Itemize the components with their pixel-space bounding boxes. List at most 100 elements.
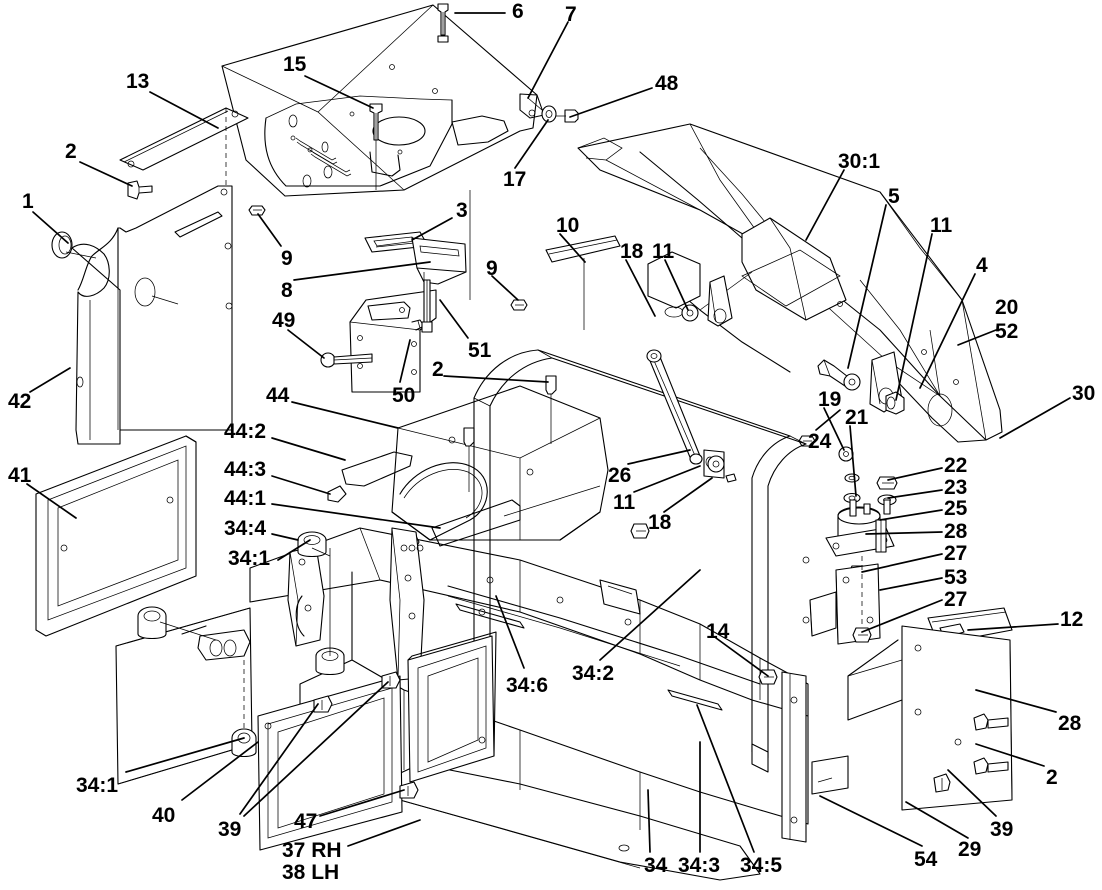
part-50-bracket [349, 289, 437, 393]
part-callout-c47: 47 [294, 810, 318, 833]
leader-line-c2c [975, 743, 1045, 767]
screen-bolts [313, 671, 419, 799]
part-34-1-bushings [137, 606, 257, 758]
leader-line-c14 [715, 637, 769, 677]
leader-line-c13 [149, 91, 219, 129]
part-callout-c34: 34 [644, 854, 668, 877]
part-callout-c22: 22 [944, 454, 968, 477]
leader-line-c26 [627, 449, 691, 465]
part-29-panel [781, 625, 1013, 843]
part-9-nut-upper [248, 205, 266, 216]
leader-line-c17 [514, 119, 549, 169]
part-callout-c44_3: 44:3 [224, 458, 267, 481]
part-callout-c11b: 11 [652, 240, 675, 263]
leader-line-c8 [293, 261, 431, 281]
leader-line-c49 [287, 329, 325, 359]
part-callout-c34_5: 34:5 [740, 854, 783, 877]
part-callout-c17: 17 [503, 168, 527, 191]
part-callout-c52: 52 [995, 320, 1019, 343]
leader-line-c7 [527, 21, 569, 99]
part-callout-c10: 10 [556, 214, 580, 237]
solenoid-assembly [809, 473, 898, 645]
part-callout-c54: 54 [914, 848, 938, 871]
part-callout-c13: 13 [126, 70, 150, 93]
part-callout-c11a: 11 [930, 214, 953, 237]
pivot-hardware-right [681, 275, 905, 462]
leader-line-c41 [26, 483, 77, 519]
leader-line-c34_5 [696, 704, 755, 853]
leader-line-c20 [957, 329, 997, 346]
leader-line-c3 [411, 217, 453, 241]
leader-line-c34 [647, 789, 651, 853]
part-10-bar [545, 235, 621, 330]
leader-line-c9a [257, 213, 282, 247]
part-callout-c21: 21 [845, 406, 869, 429]
leader-line-c29 [905, 801, 969, 839]
part-callout-c30: 30 [1072, 382, 1096, 405]
part-callout-c14: 14 [706, 620, 730, 643]
leader-line-c48 [569, 87, 653, 118]
part-callout-c8: 8 [281, 279, 293, 302]
leader-line-c39a [239, 703, 319, 815]
leader-line-c34_1b [125, 737, 245, 773]
part-callout-c44: 44 [266, 384, 290, 407]
part-3-and-8-plates [364, 231, 467, 285]
leader-line-c44 [291, 401, 399, 429]
leader-line-c44_1 [271, 503, 441, 529]
part-callout-c27b: 27 [944, 588, 968, 611]
part-37-38-screen-frame [407, 631, 497, 783]
part-callout-c48: 48 [655, 72, 679, 95]
leader-line-c34_2 [599, 569, 701, 661]
right-bolts [933, 713, 1009, 793]
part-callout-c19: 19 [818, 388, 842, 411]
part-callout-c29: 29 [958, 838, 982, 861]
leader-line-c39b [947, 769, 997, 817]
part-callout-c27a: 27 [944, 542, 968, 565]
part-42-side-panel [71, 108, 233, 445]
part-callout-c51: 51 [468, 339, 492, 362]
part-callout-c39b: 39 [990, 818, 1014, 841]
part-9-nut-right [510, 299, 528, 311]
leader-line-c9b [491, 275, 519, 301]
part-callout-c6: 6 [512, 0, 524, 23]
leader-line-c4 [919, 273, 976, 389]
part-callout-c26: 26 [608, 464, 632, 487]
part-callout-c34_4: 34:4 [224, 517, 267, 540]
part-callout-c18a: 18 [620, 240, 644, 263]
part-6-bolt [437, 3, 449, 43]
leader-line-c42 [29, 367, 71, 393]
part-34-main-frame [249, 527, 809, 881]
part-callout-c30_1: 30:1 [838, 150, 881, 173]
leader-line-c18b [663, 477, 713, 513]
part-47-screen-frame [257, 675, 403, 851]
leader-line-c11a [895, 233, 933, 401]
part-49-bolt [320, 352, 373, 368]
leader-line-c19 [823, 407, 845, 451]
leader-line-c28a [865, 531, 943, 535]
leader-line-c50 [399, 339, 411, 383]
leader-line-c30 [999, 397, 1071, 439]
leader-line-c34_6 [495, 595, 525, 669]
leader-line-c2a [79, 161, 133, 187]
part-44-cover [327, 375, 609, 549]
leader-line-c28b [975, 689, 1057, 713]
part-41-screen [35, 435, 197, 637]
part-callout-c5: 5 [888, 185, 900, 208]
part-callout-c44_2: 44:2 [224, 420, 267, 443]
part-13-bar [119, 107, 249, 171]
part-callout-c34_3: 34:3 [678, 854, 721, 877]
part-callout-c18b: 18 [648, 511, 672, 534]
leader-line-c27b [861, 599, 943, 633]
part-26-rod [646, 349, 737, 483]
leader-line-c27a [861, 553, 943, 573]
part-callout-c38: 38 LH [282, 861, 340, 884]
leader-line-c54 [819, 795, 923, 847]
part-7-floor-plate [221, 3, 545, 300]
part-callout-c7: 7 [565, 3, 577, 26]
part-callout-c15: 15 [283, 53, 307, 76]
part-51-pin [421, 279, 433, 333]
leader-line-c11b [664, 259, 689, 311]
leader-line-c44_2 [271, 437, 346, 461]
part-callout-c39a: 39 [218, 818, 242, 841]
